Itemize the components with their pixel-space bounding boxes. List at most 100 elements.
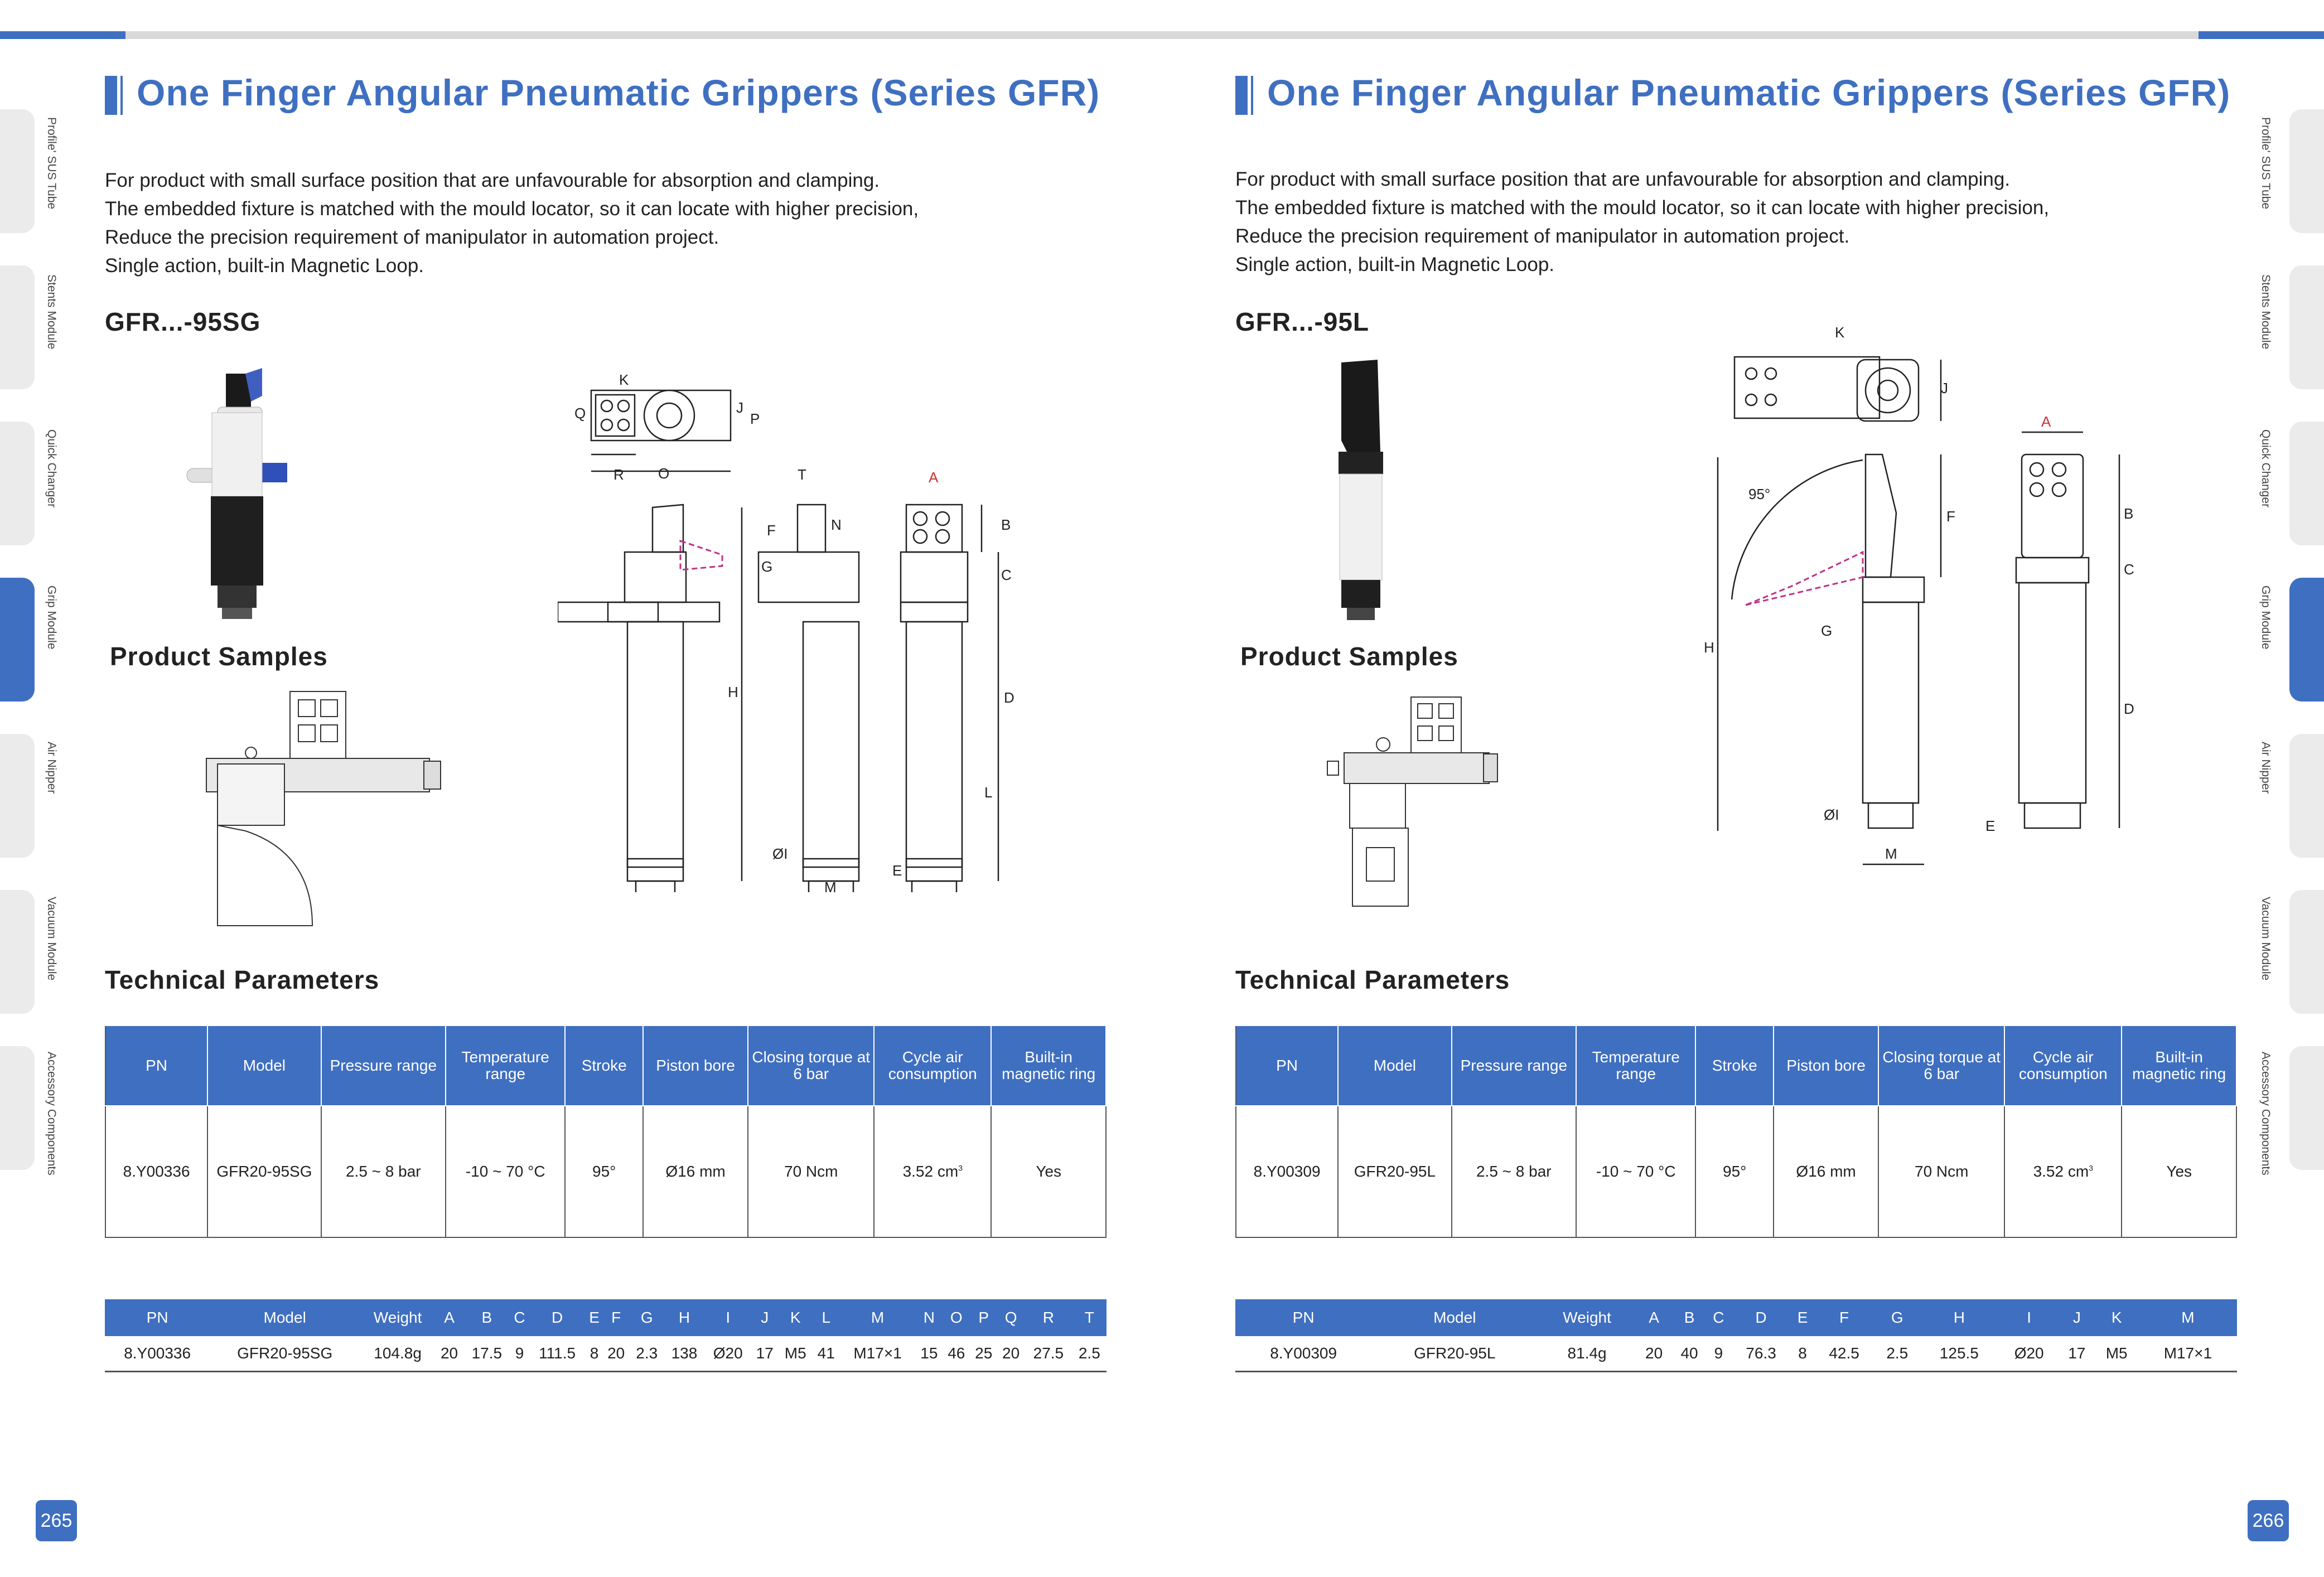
dims-header: G [1875,1299,1920,1336]
dims-header: I [1999,1299,2060,1336]
dim-label-k: K [619,371,629,388]
dim-label-d: D [2124,700,2134,717]
params-header: Temperature range [1575,1025,1697,1106]
dims-cell: 17 [2059,1336,2095,1372]
dim-label-e: E [892,862,902,879]
side-tab-grip[interactable] [0,578,35,702]
intro-text: For product with small surface position … [1235,165,2049,279]
side-tab-profile[interactable] [2289,109,2324,233]
dims-header: M [2138,1299,2237,1336]
params-cell: 3.52 cm3 [873,1105,992,1238]
dim-label-k: K [1835,324,1845,341]
intro-line: The embedded fixture is matched with the… [1235,197,2050,219]
dim-label-g: G [761,558,772,575]
dims-cell: 20 [1636,1336,1672,1372]
side-tab-accessory[interactable] [0,1046,35,1170]
params-table: PN Model Pressure range Temperature rang… [1235,1025,2237,1238]
side-tab-grip[interactable] [2289,578,2324,702]
dims-cell: GFR20-95L [1371,1336,1538,1372]
dims-cell: 8.Y00309 [1235,1336,1372,1372]
dims-header: C [1707,1299,1730,1336]
dims-cell: 2.5 [1875,1336,1920,1372]
title-marker [120,76,123,115]
params-row: 8.Y00309 GFR20-95L 2.5 ~ 8 bar -10 ~ 70 … [1235,1105,2237,1238]
unit-superscript: 3 [2089,1163,2093,1173]
title-marker [1251,76,1253,115]
side-tab-vacuum[interactable] [2289,890,2324,1014]
dim-label-a: A [2041,413,2051,430]
dim-label-j: J [1941,380,1948,396]
params-header: PN [104,1025,209,1106]
dims-header: R [1025,1299,1072,1336]
params-cell: Yes [2121,1105,2237,1238]
dim-label-h: H [728,684,738,700]
dims-header-row: PN Model Weight A B C D E F G H I J K M [1235,1299,2237,1336]
dims-header: P [970,1299,998,1336]
dims-header: H [664,1299,705,1336]
side-tab-label: Vacuum Module [2259,897,2272,981]
params-cell: 8.Y00336 [104,1105,209,1238]
dims-cell: 8 [1792,1336,1814,1372]
dim-label-f: F [767,522,776,539]
dims-header: B [463,1299,511,1336]
params-cell: Ø16 mm [642,1105,749,1238]
page-title: One Finger Angular Pneumatic Grippers (S… [1267,72,2231,113]
side-tab-label: Stents Module [45,274,58,350]
dim-label-c: C [2124,561,2134,578]
dims-cell: 2.5 [1072,1336,1107,1372]
dims-cell: 111.5 [528,1336,586,1372]
title-marker [1235,76,1248,115]
dim-label-b: B [2124,505,2133,522]
product-photo-95sg [186,368,287,619]
params-header: Cycle air consumption [873,1025,992,1106]
side-tab-quick-changer[interactable] [2289,422,2324,545]
side-tab-label: Air Nipper [45,742,58,794]
side-tab-label: Accessory Components [45,1052,58,1176]
dim-label-j: J [736,399,743,416]
dims-cell: 81.4g [1538,1336,1636,1372]
product-sample-drawing [1327,696,1498,907]
dims-header: L [812,1299,840,1336]
params-header: Closing torque at 6 bar [747,1025,875,1106]
dims-header: E [1792,1299,1814,1336]
dims-header: T [1072,1299,1107,1336]
dim-label-95deg: 95° [1748,486,1770,502]
dims-cell: Ø20 [1999,1336,2060,1372]
dim-label-m: M [824,879,837,892]
dim-label-i: ØI [1824,806,1839,823]
dims-header: Model [210,1299,360,1336]
dims-cell: M17×1 [839,1336,916,1372]
side-tab-label: Vacuum Module [45,897,58,981]
dims-header: D [1730,1299,1792,1336]
intro-line: Single action, built-in Magnetic Loop. [105,255,424,277]
side-tab-air-nipper[interactable] [0,734,35,858]
dims-header: M [839,1299,916,1336]
params-cell: 2.5 ~ 8 bar [320,1105,446,1238]
top-accent-left [0,31,125,39]
tech-heading: Technical Parameters [105,965,380,994]
params-cell: 2.5 ~ 8 bar [1451,1105,1577,1238]
side-tab-profile[interactable] [0,109,35,233]
dims-cell: 2.3 [630,1336,664,1372]
params-header: Cycle air consumption [2004,1025,2123,1106]
air-consumption-value: 3.52 cm [2033,1163,2089,1180]
intro-line: For product with small surface position … [1235,168,2011,190]
dims-header: A [436,1299,463,1336]
side-tab-label: Profile' SUS Tube [2259,117,2272,210]
side-tab-quick-changer[interactable] [0,422,35,545]
side-tab-label: Accessory Components [2259,1052,2272,1176]
side-tab-stents[interactable] [2289,265,2324,389]
dims-cell: 41 [812,1336,840,1372]
dims-header: J [751,1299,779,1336]
params-cell: -10 ~ 70 °C [1575,1105,1697,1238]
side-tab-air-nipper[interactable] [2289,734,2324,858]
side-tab-vacuum[interactable] [0,890,35,1014]
dims-row: 8.Y00336 GFR20-95SG 104.8g 20 17.5 9 111… [105,1336,1107,1372]
dim-label-d: D [1004,689,1014,706]
dims-cell: 42.5 [1813,1336,1876,1372]
dims-header: N [915,1299,943,1336]
side-tab-stents[interactable] [0,265,35,389]
dims-cell: Ø20 [704,1336,751,1372]
dims-cell: 15 [915,1336,943,1372]
side-tab-accessory[interactable] [2289,1046,2324,1170]
